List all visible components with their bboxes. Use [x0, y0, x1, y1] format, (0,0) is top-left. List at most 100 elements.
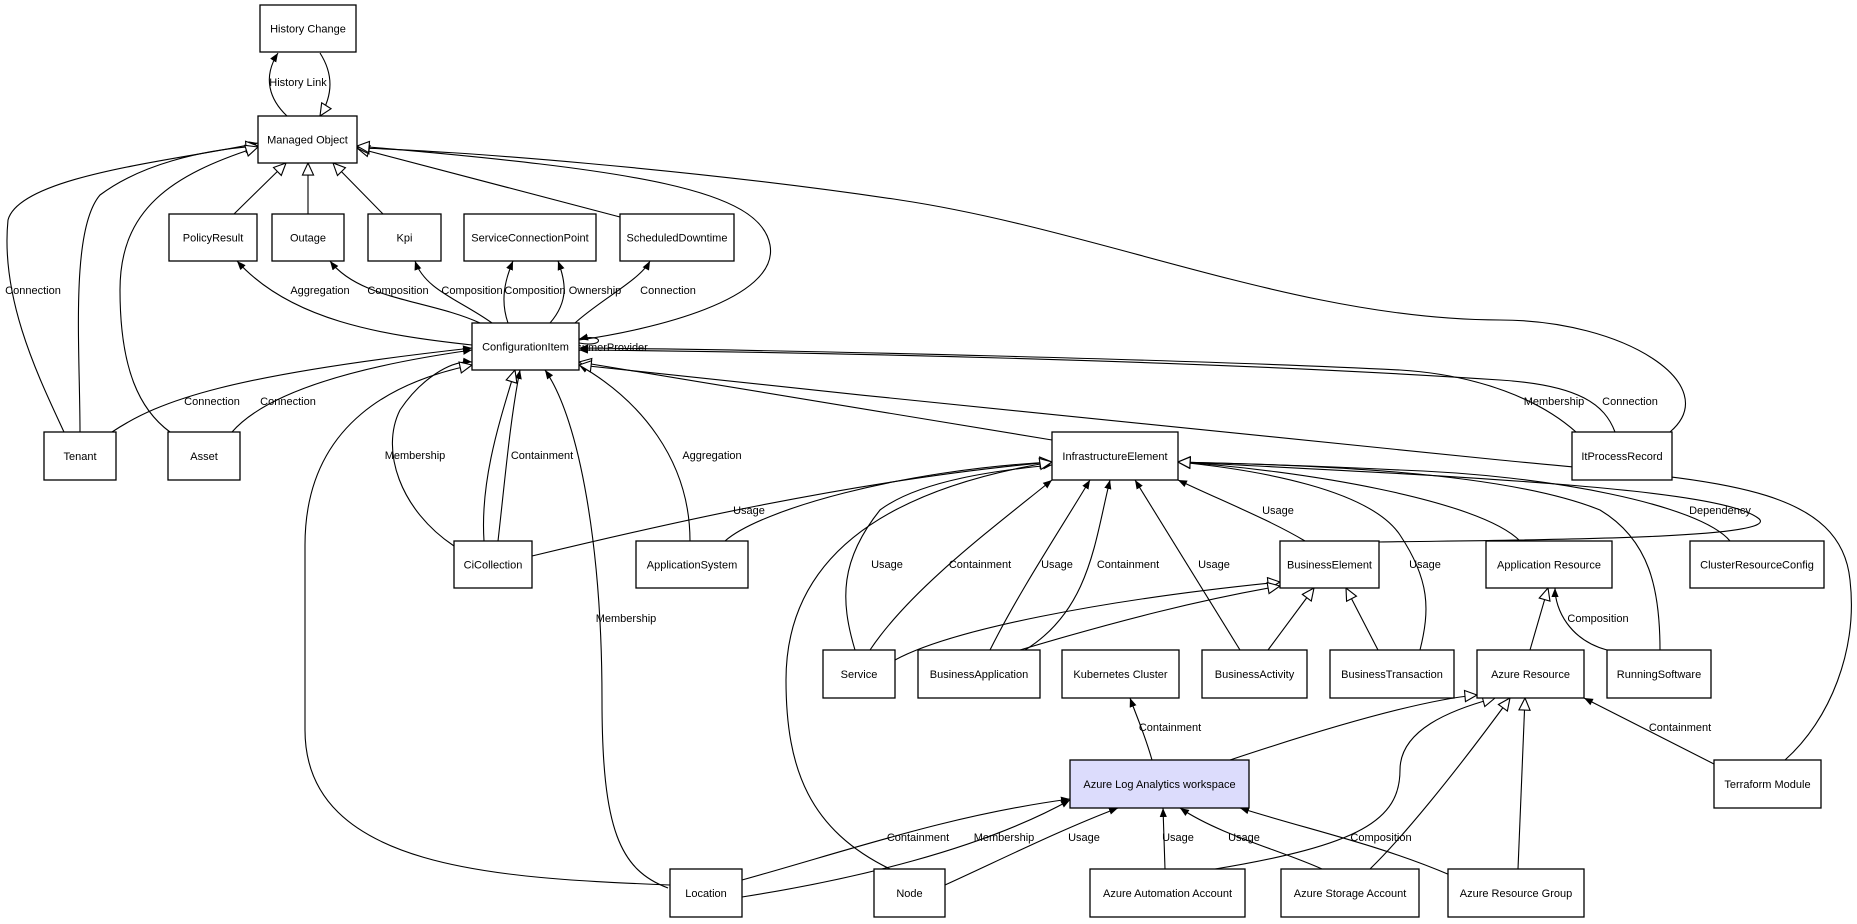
node-label: Azure Storage Account [1294, 888, 1407, 900]
node-box[interactable] [367, 213, 442, 262]
node-it-process-record[interactable]: ItProcessRecord [1571, 431, 1673, 481]
edge-service-usage-ie: Usage [845, 462, 1053, 651]
node-box[interactable] [257, 115, 358, 164]
association-arrow [1177, 459, 1427, 651]
edge-asa-usage-law: Usage [1179, 807, 1323, 870]
edge-label: Usage [1068, 832, 1100, 844]
node-box[interactable] [822, 649, 896, 699]
association-arrow [544, 369, 669, 889]
edge-label: Connection [260, 396, 316, 408]
association-arrow [578, 346, 1616, 433]
node-box[interactable] [1713, 759, 1822, 809]
association-arrow [391, 357, 473, 547]
node-business-element[interactable]: BusinessElement [1279, 540, 1380, 589]
edge-kpi-inherit [333, 163, 384, 215]
edge-label: Usage [1262, 505, 1294, 517]
edge-label: Aggregation [682, 450, 741, 462]
node-box[interactable] [259, 4, 357, 53]
association-arrow [1177, 458, 1731, 542]
edge-ie-inherit-ci [579, 362, 1053, 441]
node-azure-resource[interactable]: Azure Resource [1476, 649, 1585, 699]
node-box[interactable] [1571, 431, 1673, 481]
node-box[interactable] [167, 431, 241, 481]
node-business-transaction[interactable]: BusinessTransaction [1329, 649, 1455, 699]
node-box[interactable] [1689, 540, 1825, 589]
node-managed-object[interactable]: Managed Object [257, 115, 358, 164]
node-box[interactable] [1280, 868, 1420, 918]
node-node[interactable]: Node [873, 868, 946, 918]
node-service-connection-point[interactable]: ServiceConnectionPoint [463, 213, 597, 262]
node-policy-result[interactable]: PolicyResult [168, 213, 258, 262]
node-box[interactable] [1061, 649, 1180, 699]
node-location[interactable]: Location [669, 868, 743, 918]
node-azure-automation-account[interactable]: Azure Automation Account [1089, 868, 1246, 918]
node-service[interactable]: Service [822, 649, 896, 699]
node-box[interactable] [619, 213, 735, 262]
node-application-resource[interactable]: Application Resource [1485, 540, 1613, 589]
edge-ci-aggr-policy: Aggregation [236, 260, 473, 346]
node-label: ServiceConnectionPoint [471, 232, 588, 244]
edge-label: Containment [511, 450, 573, 462]
node-outage[interactable]: Outage [271, 213, 345, 262]
node-box[interactable] [463, 213, 597, 262]
node-box[interactable] [453, 540, 533, 589]
node-cluster-resource-config[interactable]: ClusterResourceConfig [1689, 540, 1825, 589]
inheritance-arrow [894, 582, 1280, 661]
node-business-activity[interactable]: BusinessActivity [1201, 649, 1308, 699]
node-configuration-item[interactable]: ConfigurationItem [471, 322, 580, 371]
node-box[interactable] [1069, 759, 1250, 809]
node-box[interactable] [1606, 649, 1712, 699]
node-box[interactable] [43, 431, 117, 481]
node-box[interactable] [1051, 431, 1179, 481]
node-box[interactable] [1279, 540, 1380, 589]
node-box[interactable] [1447, 868, 1585, 918]
node-asset[interactable]: Asset [167, 431, 241, 481]
edge-ci-comp-kpi: Composition [414, 260, 503, 324]
edge-label: Usage [1228, 832, 1260, 844]
inheritance-arrow [1178, 462, 1521, 542]
node-box[interactable] [1485, 540, 1613, 589]
node-box[interactable] [271, 213, 345, 262]
node-azure-storage-account[interactable]: Azure Storage Account [1280, 868, 1420, 918]
node-ci-collection[interactable]: CiCollection [453, 540, 533, 589]
node-running-software[interactable]: RunningSoftware [1606, 649, 1712, 699]
edge-label: Containment [887, 832, 949, 844]
node-azure-log-analytics-workspace[interactable]: Azure Log Analytics workspace [1069, 759, 1250, 809]
node-box[interactable] [471, 322, 580, 371]
node-box[interactable] [1201, 649, 1308, 699]
node-box[interactable] [669, 868, 743, 918]
node-kpi[interactable]: Kpi [367, 213, 442, 262]
node-box[interactable] [917, 649, 1041, 699]
association-arrow [236, 260, 473, 346]
node-box[interactable] [873, 868, 946, 918]
edge-label: Containment [1649, 722, 1711, 734]
association-arrow [1134, 479, 1241, 651]
node-box[interactable] [1089, 868, 1246, 918]
node-box[interactable] [635, 540, 749, 589]
node-box[interactable] [168, 213, 258, 262]
edge-policy-inherit [233, 163, 286, 215]
node-box[interactable] [1329, 649, 1455, 699]
node-infrastructure-element[interactable]: InfrastructureElement [1051, 431, 1179, 481]
node-history-change[interactable]: History Change [259, 4, 357, 53]
edge-tenant-conn-mo: Connection [5, 141, 259, 433]
node-label: Terraform Module [1724, 779, 1810, 791]
node-scheduled-downtime[interactable]: ScheduledDowntime [619, 213, 735, 262]
node-business-application[interactable]: BusinessApplication [917, 649, 1041, 699]
node-label: Kubernetes Cluster [1073, 669, 1167, 681]
node-kubernetes-cluster[interactable]: Kubernetes Cluster [1061, 649, 1180, 699]
edge-service-contain-ie: Containment [869, 479, 1053, 651]
edge-label: Usage [1409, 559, 1441, 571]
node-tenant[interactable]: Tenant [43, 431, 117, 481]
association-arrow [1024, 479, 1112, 651]
association-arrow [1177, 479, 1306, 542]
node-application-system[interactable]: ApplicationSystem [635, 540, 749, 589]
edge-tenant-inherit-mo [77, 146, 258, 433]
edge-cicoll-member-ci: Membership [385, 357, 473, 547]
node-terraform-module[interactable]: Terraform Module [1713, 759, 1822, 809]
edge-label: Membership [1524, 396, 1585, 408]
node-box[interactable] [1476, 649, 1585, 699]
node-azure-resource-group[interactable]: Azure Resource Group [1447, 868, 1585, 918]
